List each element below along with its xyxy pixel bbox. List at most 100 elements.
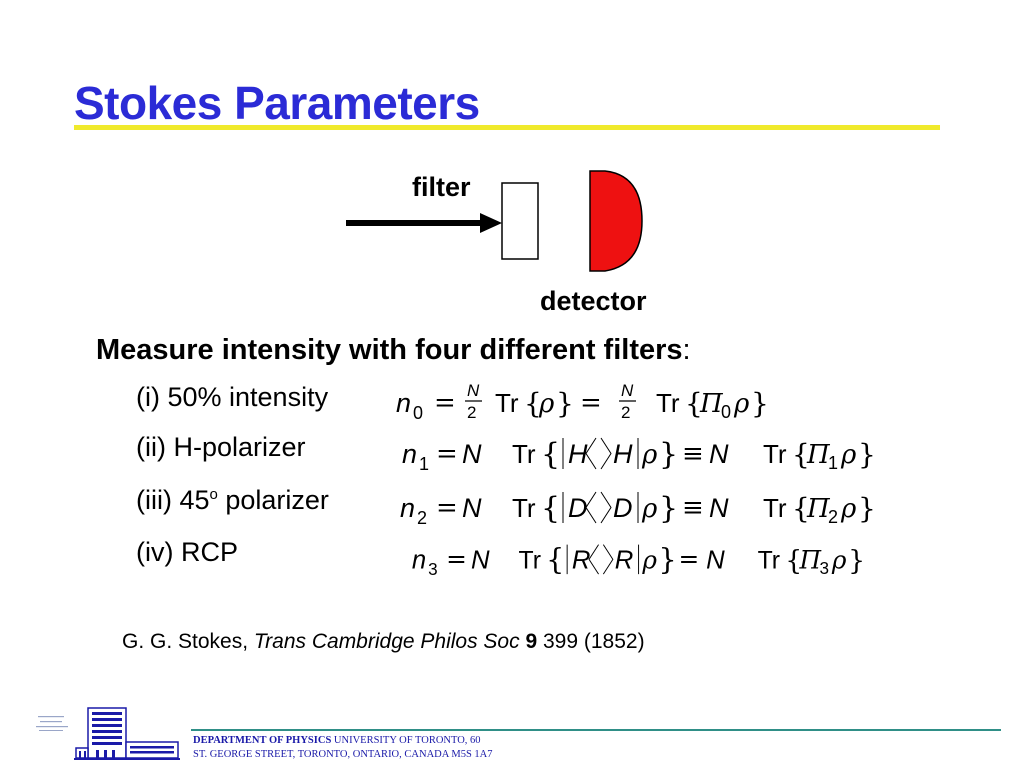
title-underline: [74, 125, 940, 130]
brace-open: {: [546, 542, 564, 576]
brace-close: }: [659, 491, 678, 525]
symbol-n: n: [402, 439, 417, 469]
row-label: (ii) H-polarizer: [136, 432, 306, 462]
row-label: (iii) 45o polarizer: [136, 485, 329, 516]
equation-n1: n 1 = N Tr { H H ρ } ≡ N Tr { Π 1 ρ }: [402, 437, 876, 472]
equals-sign: =: [434, 388, 456, 418]
footer-address: DEPARTMENT OF PHYSICS UNIVERSITY OF TORO…: [193, 734, 493, 762]
citation-journal: Trans Cambridge Philos Soc: [253, 630, 520, 653]
state-symbol: H: [568, 439, 588, 469]
row-label: (iv) RCP: [136, 537, 238, 567]
symbol-N: N: [709, 493, 729, 523]
symbol-n: n: [396, 388, 411, 418]
symbol-n: n: [412, 546, 426, 574]
symbol-N: N: [462, 493, 482, 523]
projector-symbol: Π: [799, 545, 822, 574]
filter-box: [501, 182, 539, 260]
university-building-logo: [36, 707, 180, 760]
footer-rule: [191, 729, 1001, 731]
slide-title: Stokes Parameters: [74, 77, 480, 129]
measurement-row-iii: (iii) 45o polarizer n 2 = N Tr { D D ρ }…: [136, 485, 896, 525]
projector-symbol: Π: [806, 494, 831, 524]
footer-line-1: DEPARTMENT OF PHYSICS UNIVERSITY OF TORO…: [193, 734, 493, 748]
equals-sign: =: [446, 544, 467, 573]
label-text: polarizer: [217, 485, 329, 515]
brace-close: }: [858, 492, 876, 525]
heading-colon: :: [682, 334, 691, 366]
rho-symbol: ρ: [641, 494, 658, 524]
equals-sign: =: [679, 544, 700, 573]
trace-symbol: Tr: [519, 547, 541, 574]
subscript: 2: [828, 507, 838, 525]
citation-authors: G. G. Stokes,: [122, 630, 254, 653]
brace-open: {: [792, 492, 810, 525]
bra-angle: [602, 544, 614, 575]
rho-symbol: ρ: [831, 545, 847, 574]
brace-open: {: [685, 387, 703, 420]
subscript: 3: [428, 559, 438, 577]
ket-angle: [585, 491, 597, 524]
measurement-heading: Measure intensity with four different fi…: [96, 334, 691, 367]
state-symbol: H: [613, 439, 633, 469]
projector-symbol: Π: [806, 440, 831, 470]
brace-close: }: [659, 437, 678, 472]
fraction-numerator: N: [467, 382, 480, 400]
filter-label: filter: [412, 172, 471, 202]
detector-label: detector: [540, 286, 647, 316]
footer-university: UNIVERSITY OF TORONTO, 60: [331, 735, 481, 746]
brace-close: }: [556, 387, 574, 420]
footer-line-2: ST. GEORGE STREET, TORONTO, ONTARIO, CAN…: [193, 749, 493, 760]
equation-n3: n 3 = N Tr { R R ρ } = N Tr { Π 3 ρ }: [412, 542, 865, 577]
measurement-row-i: (i) 50% intensity n 0 = N 2 Tr { ρ } = N…: [136, 382, 896, 422]
trace-symbol: Tr: [495, 388, 519, 418]
symbol-n: n: [400, 493, 415, 523]
citation-pages-year: 399 (1852): [537, 630, 645, 653]
citation-volume: 9: [525, 630, 538, 653]
state-symbol: R: [615, 546, 634, 574]
bra-angle: [600, 437, 612, 470]
brace-close: }: [751, 387, 769, 420]
heading-text: Measure intensity with four different fi…: [96, 334, 683, 366]
brace-open: {: [785, 545, 802, 576]
citation: G. G. Stokes, Trans Cambridge Philos Soc…: [122, 630, 645, 654]
rho-symbol: ρ: [641, 440, 658, 470]
footer-dept: DEPARTMENT OF PHYSICS: [193, 735, 332, 746]
fraction-denominator: 2: [621, 403, 630, 422]
measurement-row-iv: (iv) RCP n 3 = N Tr { R R ρ } = N Tr { Π…: [136, 537, 896, 577]
brace-open: {: [792, 438, 810, 471]
equals-sign: =: [436, 493, 458, 523]
equation-n0: n 0 = N 2 Tr { ρ } = N 2 Tr { Π 0 ρ }: [396, 382, 769, 422]
rho-symbol: ρ: [641, 545, 657, 574]
brace-close: }: [858, 438, 876, 471]
fraction-denominator: 2: [467, 403, 476, 422]
trace-symbol: Tr: [763, 439, 787, 469]
trace-symbol: Tr: [758, 547, 780, 574]
subscript: 3: [820, 558, 830, 577]
rho-symbol: ρ: [538, 389, 555, 419]
subscript: 0: [721, 402, 731, 422]
equivalence-sign: ≡: [682, 493, 704, 523]
state-symbol: D: [613, 493, 633, 523]
symbol-N: N: [709, 439, 729, 469]
symbol-N: N: [471, 546, 490, 574]
symbol-N: N: [706, 546, 725, 574]
brace-close: }: [848, 545, 865, 576]
fraction-numerator: N: [621, 382, 634, 400]
equivalence-sign: ≡: [682, 439, 704, 469]
subscript: 1: [419, 454, 429, 472]
equals-sign: =: [580, 388, 602, 418]
measurement-row-ii: (ii) H-polarizer n 1 = N Tr { H H ρ } ≡ …: [136, 432, 896, 472]
equals-sign: =: [436, 439, 458, 469]
brace-open: {: [541, 437, 560, 472]
trace-symbol: Tr: [512, 493, 536, 523]
trace-symbol: Tr: [512, 439, 536, 469]
brace-open: {: [524, 387, 542, 420]
ket-angle: [588, 544, 599, 575]
ket-angle: [585, 437, 597, 470]
brace-open: {: [541, 491, 560, 525]
projector-symbol: Π: [699, 389, 724, 419]
subscript: 2: [417, 508, 427, 525]
row-label: (i) 50% intensity: [136, 382, 329, 412]
bra-angle: [600, 491, 612, 524]
brace-close: }: [659, 542, 677, 576]
